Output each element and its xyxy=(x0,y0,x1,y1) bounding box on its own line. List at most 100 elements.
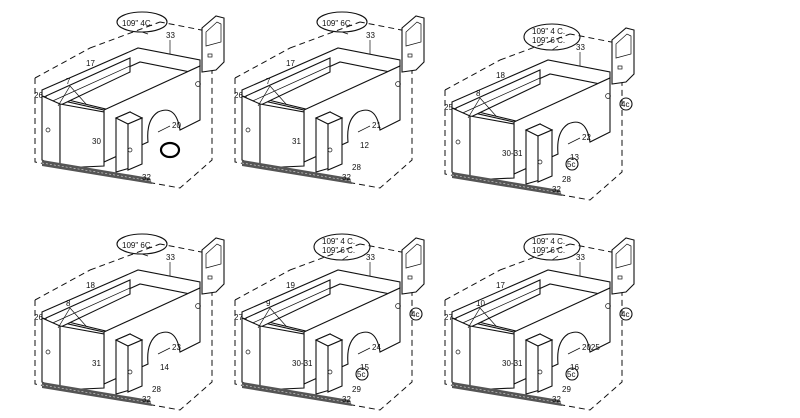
bolt-hole xyxy=(455,349,461,355)
label-rear: 27 xyxy=(234,313,243,322)
label-arch: 21 xyxy=(372,121,381,130)
label-extra: 13 xyxy=(570,153,579,162)
label-extra: 16 xyxy=(570,363,579,372)
label-side: 17 xyxy=(86,59,95,68)
skirt-rail-hatch xyxy=(41,384,152,404)
label-floor: 30 xyxy=(92,137,101,146)
door-handle xyxy=(207,275,213,280)
skirt-rail xyxy=(452,382,562,406)
label-top: 33 xyxy=(576,253,585,262)
brace-leader xyxy=(257,307,271,329)
label-arch-leader xyxy=(567,137,581,145)
dashed-outline-top xyxy=(34,269,91,301)
label-brace: 7 xyxy=(266,77,271,86)
arch-box-side xyxy=(327,339,343,393)
caption-text: 109" 6C. xyxy=(322,19,353,28)
rear-panel xyxy=(241,317,261,391)
brace-leader xyxy=(467,97,481,119)
label-floor: 30-31 xyxy=(502,359,523,368)
label-floor: 30-31 xyxy=(292,359,313,368)
callout-circle-label: 4c xyxy=(621,100,629,109)
arch-box-side xyxy=(537,339,553,393)
caption-text: 109" 6 C. xyxy=(532,246,565,255)
skirt-rail xyxy=(42,382,152,406)
label-side: 17 xyxy=(496,281,505,290)
label-arch: 23 xyxy=(172,343,181,352)
label-top: 33 xyxy=(166,253,175,262)
label-brace: 7 xyxy=(66,77,71,86)
brace-leader xyxy=(57,85,71,107)
rear-panel xyxy=(41,317,61,391)
label-extra: 28 xyxy=(562,175,571,184)
callout-circle-label: 5c xyxy=(567,160,575,169)
rear-panel xyxy=(41,95,61,169)
rear-panel xyxy=(451,107,471,181)
brace-leader xyxy=(257,85,271,107)
label-arch: 20 xyxy=(172,121,181,130)
callout-circle-label: 4c xyxy=(411,310,419,319)
dashed-outline-top xyxy=(444,59,501,91)
label-arch-leader xyxy=(157,125,171,133)
callout-circle xyxy=(355,367,369,381)
dashed-outline-top xyxy=(34,47,91,79)
caption-leader xyxy=(141,253,149,257)
door-window xyxy=(205,243,222,269)
label-arch-leader xyxy=(357,347,371,355)
callout-circle xyxy=(565,367,579,381)
label-skirt: 32 xyxy=(342,173,351,182)
label-extra: 14 xyxy=(160,363,169,372)
door-window xyxy=(615,33,632,59)
bolt-hole xyxy=(195,81,201,87)
caption-leader xyxy=(341,31,349,35)
label-brace: 9 xyxy=(266,299,271,308)
bolt-hole xyxy=(45,349,51,355)
dashed-outline-top2 xyxy=(289,21,361,49)
rear-panel xyxy=(241,95,261,169)
skirt-rail xyxy=(42,160,152,184)
label-extra: 28 xyxy=(152,385,161,394)
arch-box-side xyxy=(327,117,343,171)
label-side: 17 xyxy=(286,59,295,68)
label-brace: 8 xyxy=(476,89,481,98)
front-wall xyxy=(259,325,305,391)
label-skirt: 32 xyxy=(342,395,351,404)
door-handle xyxy=(407,53,413,58)
caption-text: 109" 6C. xyxy=(122,241,153,250)
brace-leader xyxy=(269,85,287,105)
caption-text: 109" 6 C. xyxy=(532,36,565,45)
label-arch: 24 xyxy=(372,343,381,352)
skirt-rail xyxy=(242,382,352,406)
arch-box-side xyxy=(127,117,143,171)
label-top: 33 xyxy=(366,31,375,40)
caption-text: 109" 4 C. xyxy=(532,27,565,36)
bolt-hole xyxy=(245,127,251,133)
label-arch: 2025 xyxy=(582,343,600,352)
front-wall xyxy=(469,115,515,181)
label-side: 18 xyxy=(86,281,95,290)
label-rear: 27 xyxy=(444,313,453,322)
dashed-outline-top2 xyxy=(89,21,161,49)
bolt-hole xyxy=(605,93,611,99)
brace-leader xyxy=(479,97,497,117)
dashed-outline-top xyxy=(444,269,501,301)
label-rear: 26 xyxy=(234,91,243,100)
door-window xyxy=(405,243,422,269)
caption-text: 109" 6 C. xyxy=(322,246,355,255)
brace-leader xyxy=(269,307,287,327)
side-wall-line xyxy=(45,287,131,327)
side-wall-line xyxy=(455,287,541,327)
bolt-hole xyxy=(455,139,461,145)
bolt-hole xyxy=(537,369,543,375)
brace-leader xyxy=(57,307,71,329)
skirt-rail-hatch xyxy=(241,384,352,404)
label-brace: 10 xyxy=(476,299,485,308)
bolt-hole xyxy=(327,369,333,375)
dashed-outline-top2 xyxy=(499,243,571,271)
label-skirt: 32 xyxy=(552,185,561,194)
bolt-hole xyxy=(395,81,401,87)
skirt-rail xyxy=(452,172,562,196)
brace-leader xyxy=(69,307,87,327)
